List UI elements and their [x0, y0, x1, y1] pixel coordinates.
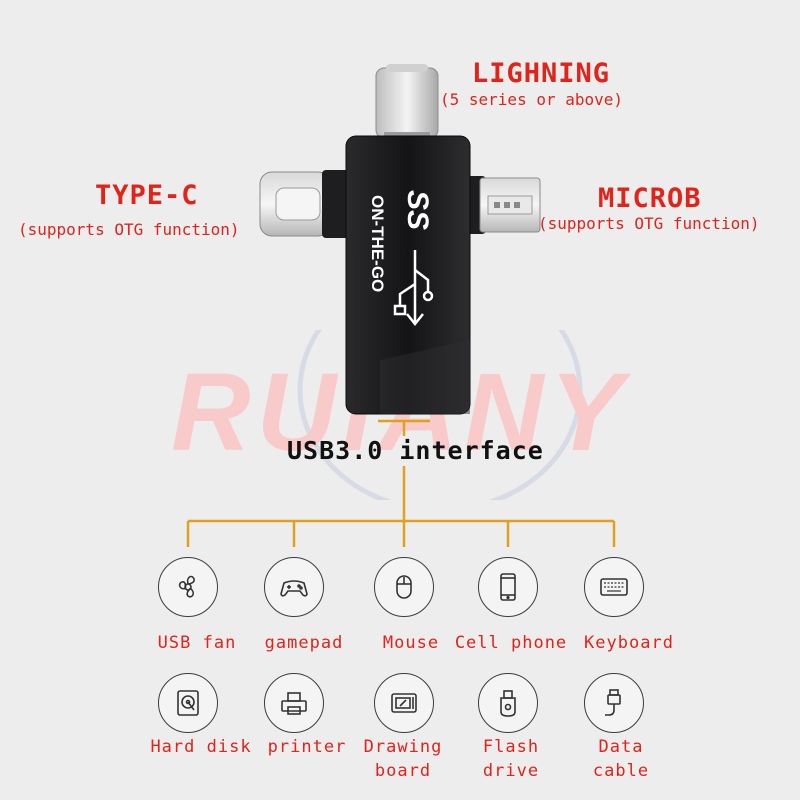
device-label: Mouse — [382, 633, 440, 653]
device-label: USB fan — [157, 633, 237, 653]
usb-symbol-icon — [393, 250, 434, 327]
otg-adapter-image: SS ON-THE-GO — [259, 64, 541, 415]
device-label-line: drive — [482, 761, 540, 781]
device-label: Cell phone — [454, 633, 568, 653]
device-label: printer — [267, 737, 347, 757]
lightning-subtitle: (5 series or above) — [440, 90, 624, 109]
gamepad-icon — [264, 557, 324, 617]
device-label-line: board — [374, 761, 432, 781]
device-label: gamepad — [264, 633, 344, 653]
micro-title: MICROB — [598, 183, 702, 214]
mouse-icon — [374, 557, 434, 617]
drawing-board-icon — [374, 673, 434, 733]
device-label: Data cable — [561, 735, 681, 783]
device-label-line: cable — [592, 761, 650, 781]
device-label-line: Drawing — [363, 737, 443, 757]
keyboard-icon — [584, 557, 644, 617]
device-label-line: Data — [598, 737, 644, 757]
on-the-go-text: ON-THE-GO — [368, 195, 387, 292]
lightning-title: LIGHNING — [472, 58, 611, 89]
interface-label: USB3.0 interface — [287, 436, 544, 465]
device-label: Keyboard — [584, 633, 674, 653]
type-c-subtitle: (supports OTG function) — [18, 220, 240, 239]
micro-subtitle: (supports OTG function) — [538, 214, 760, 233]
data-cable-icon — [584, 673, 644, 733]
hard-disk-icon — [158, 673, 218, 733]
device-label: Hard disk — [150, 737, 252, 757]
fan-icon — [158, 557, 218, 617]
ss-logo: SS — [401, 190, 434, 230]
device-label: Drawing board — [343, 735, 463, 783]
flash-drive-icon — [478, 673, 538, 733]
cell-phone-icon — [478, 557, 538, 617]
printer-icon — [264, 673, 324, 733]
device-label-line: Flash — [482, 737, 540, 757]
device-label: Flash drive — [451, 735, 571, 783]
type-c-title: TYPE-C — [95, 180, 199, 211]
